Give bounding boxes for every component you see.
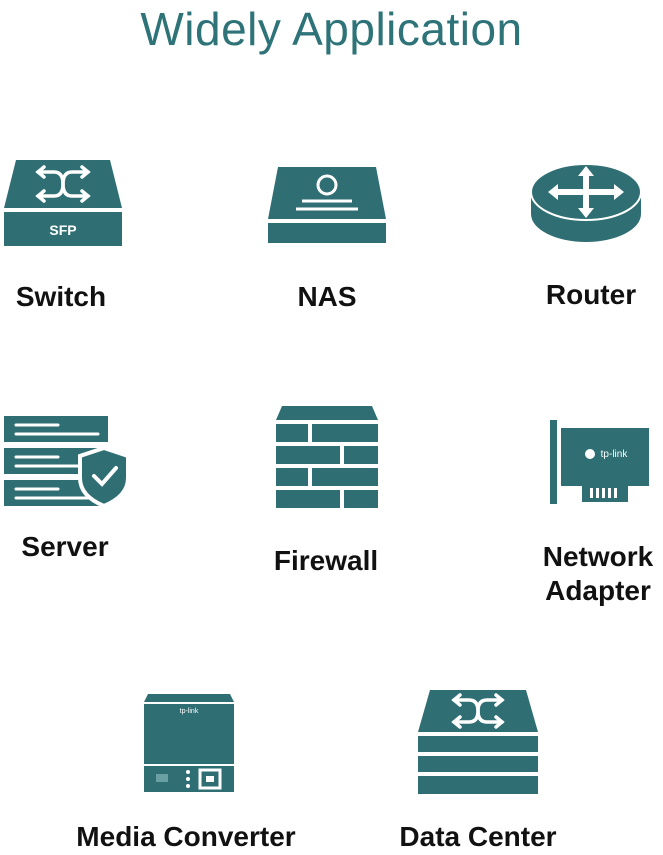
label-adapter: Adapter: [545, 575, 651, 606]
router-icon: [530, 163, 642, 242]
label-network-adapter: Network Adapter: [522, 540, 663, 608]
label-media-converter: Media Converter: [76, 821, 296, 852]
converter-brand-text: tp-link: [180, 708, 199, 715]
data-center-icon: [418, 690, 538, 794]
switch-sfp-text: SFP: [49, 222, 76, 238]
label-router: Router: [545, 279, 637, 310]
label-firewall: Firewall: [273, 545, 379, 576]
page-title: Widely Application: [140, 3, 523, 55]
network-adapter-icon: tp-link: [550, 420, 649, 504]
label-data-center: Data Center: [399, 821, 557, 852]
label-server: Server: [21, 531, 109, 562]
nas-icon: [268, 167, 386, 243]
label-network: Network: [542, 541, 654, 572]
switch-icon: SFP: [4, 160, 122, 246]
server-shield-icon: [4, 416, 130, 508]
label-nas: NAS: [297, 281, 357, 312]
label-switch: Switch: [15, 281, 107, 312]
adapter-brand-text: tp-link: [601, 449, 629, 460]
media-converter-icon: tp-link: [144, 694, 234, 792]
firewall-icon: [276, 406, 378, 508]
